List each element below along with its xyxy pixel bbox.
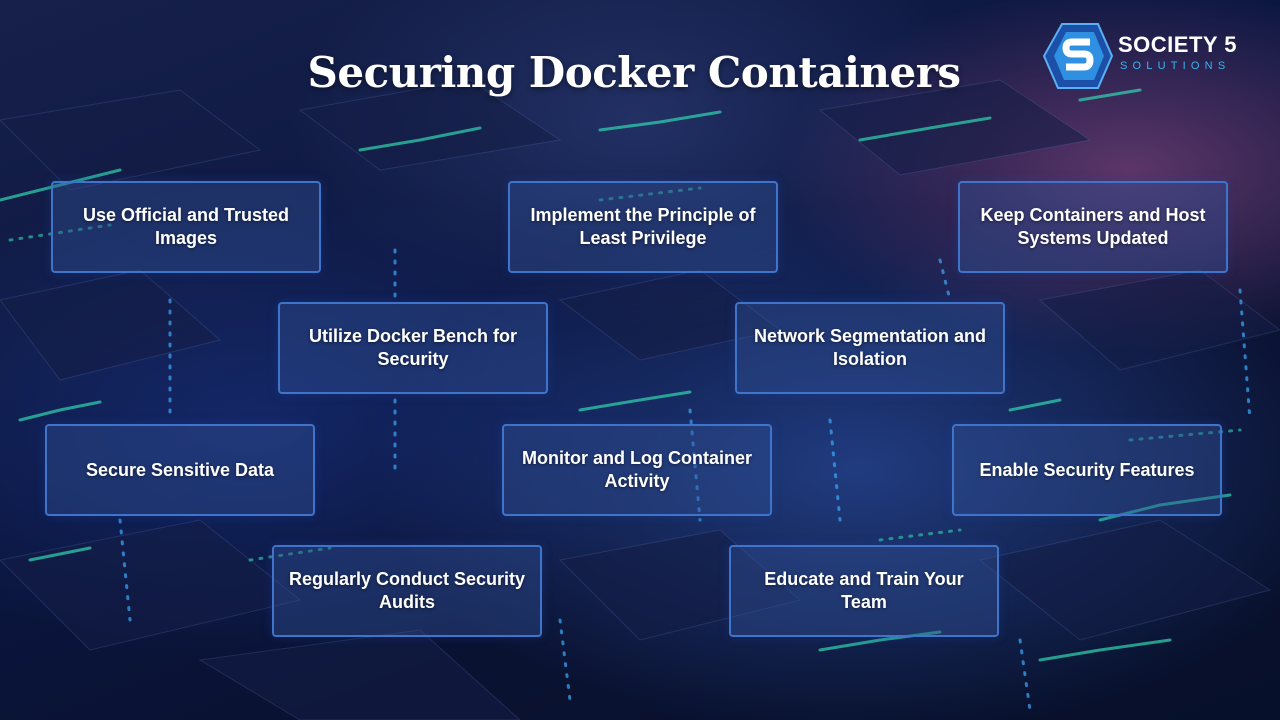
- card-label: Regularly Conduct Security Audits: [288, 569, 526, 612]
- card-label: Educate and Train Your Team: [764, 569, 964, 612]
- card-label: Keep Containers and Host Systems Updated: [980, 205, 1206, 248]
- card-educate-team: Educate and Train Your Team: [729, 545, 999, 637]
- card-label: Implement the Principle of Least Privile…: [530, 205, 756, 248]
- page-title: Securing Docker Containers: [307, 48, 961, 97]
- card-label: Utilize Docker Bench for Security: [308, 326, 518, 369]
- card-sensitive-data: Secure Sensitive Data: [45, 424, 315, 516]
- card-security-audits: Regularly Conduct Security Audits: [272, 545, 542, 637]
- shield-s-logo-icon: [1042, 23, 1114, 89]
- brand-logo[interactable]: SOCIETY 5 SOLUTIONS: [1042, 20, 1262, 92]
- card-label: Use Official and Trusted Images: [82, 205, 290, 248]
- card-security-features: Enable Security Features: [952, 424, 1222, 516]
- card-least-privilege: Implement the Principle of Least Privile…: [508, 181, 778, 273]
- card-keep-updated: Keep Containers and Host Systems Updated: [958, 181, 1228, 273]
- card-monitor-log: Monitor and Log Container Activity: [502, 424, 772, 516]
- card-label: Enable Security Features: [979, 459, 1195, 480]
- card-label: Secure Sensitive Data: [85, 459, 275, 480]
- logo-name: SOCIETY 5: [1118, 32, 1238, 57]
- card-docker-bench: Utilize Docker Bench for Security: [278, 302, 548, 394]
- card-label: Network Segmentation and Isolation: [753, 326, 987, 369]
- logo-subtitle: SOLUTIONS: [1120, 60, 1231, 72]
- card-label: Monitor and Log Container Activity: [522, 448, 752, 491]
- card-official-images: Use Official and Trusted Images: [51, 181, 321, 273]
- card-network-segmentation: Network Segmentation and Isolation: [735, 302, 1005, 394]
